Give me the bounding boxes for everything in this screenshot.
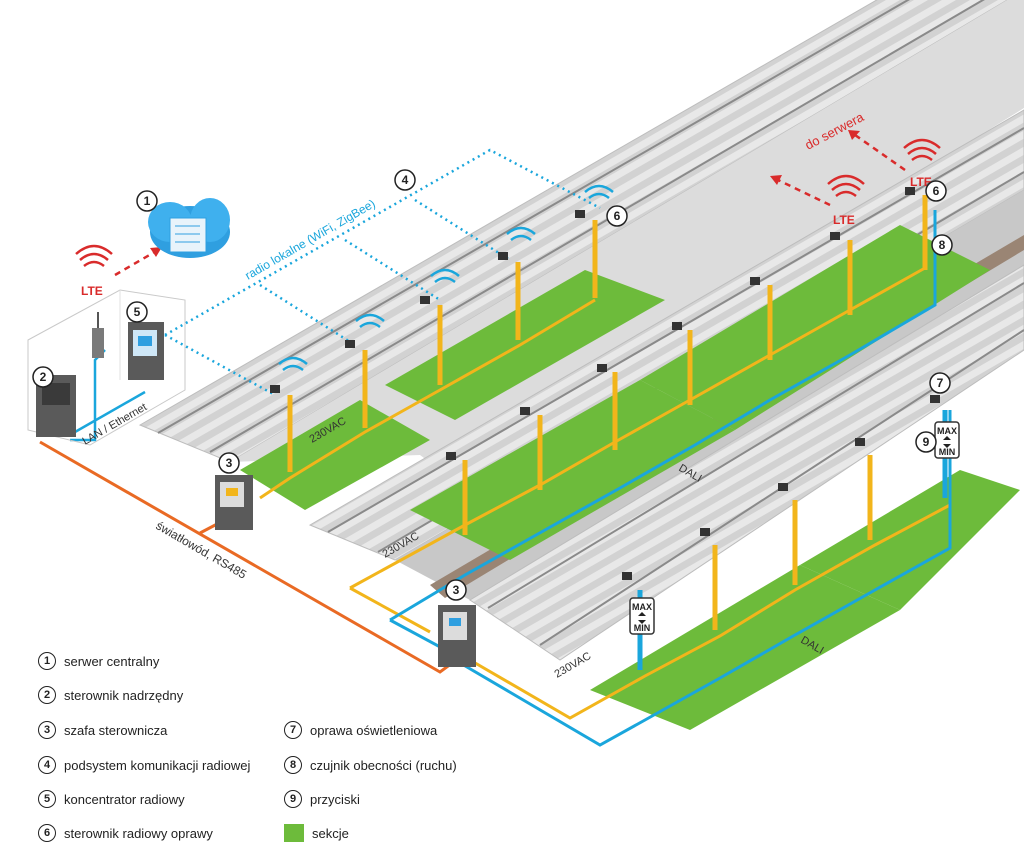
callout-6b: 6: [925, 180, 947, 202]
section-swatch: [284, 824, 304, 842]
cloud-icon: [148, 198, 230, 258]
lamp-heads: [270, 187, 940, 580]
callout-3b: 3: [445, 579, 467, 601]
svg-text:6: 6: [614, 209, 621, 223]
dali-cable-2: [454, 410, 952, 747]
callout-8: 8: [931, 234, 953, 256]
control-cabinet-1: [215, 475, 253, 530]
section-1: [240, 400, 430, 510]
platform-1: [230, 0, 1024, 470]
callout-5: 5: [126, 301, 148, 323]
lan-cable-2: [74, 390, 146, 434]
track-1-rail-a: [157, 0, 910, 434]
lte-arrows: [114, 133, 906, 277]
svg-text:MIN: MIN: [634, 623, 651, 633]
lte-wifi-icons: [75, 138, 941, 268]
poles-radio: [287, 220, 598, 472]
svg-text:MAX: MAX: [632, 602, 652, 612]
radio-link-main: [164, 148, 601, 337]
svg-text:2: 2: [40, 370, 47, 384]
svg-text:5: 5: [134, 305, 141, 319]
track-3-rail-a: [487, 282, 1024, 609]
lte-label-3: LTE: [910, 175, 932, 189]
vac-cable-2: [349, 266, 926, 590]
callout-6a: 6: [606, 205, 628, 227]
vac-cable-3: [469, 503, 951, 720]
section-6: [800, 470, 1020, 610]
controller-room: [27, 289, 186, 446]
callout-1: 1: [136, 190, 158, 212]
track-1: [138, 0, 1009, 463]
svg-text:6: 6: [933, 184, 940, 198]
callout-4: 4: [394, 169, 416, 191]
section-3: [410, 380, 735, 560]
callout-2: 2: [32, 366, 54, 388]
callout-7: 7: [929, 372, 951, 394]
svg-text:1: 1: [144, 194, 151, 208]
radio-link-3: [259, 283, 356, 347]
svg-text:3: 3: [226, 456, 233, 470]
button-box-2: MAX MIN: [934, 421, 960, 459]
callout-3a: 3: [218, 452, 240, 474]
button-box-1: MAX MIN: [629, 597, 655, 635]
antenna-box: [92, 312, 104, 358]
dali-cable-1: [389, 210, 937, 622]
radio-concentrator: [128, 322, 164, 380]
legend-item-sections: sekcje: [284, 824, 349, 842]
radio-label: radio lokalne (WiFi, ZigBee): [243, 196, 378, 282]
svg-text:7: 7: [937, 376, 944, 390]
svg-text:4: 4: [402, 173, 409, 187]
svg-text:MAX: MAX: [937, 426, 957, 436]
svg-text:MIN: MIN: [939, 447, 956, 457]
section-5: [590, 565, 900, 730]
vac-cable-2-drop: [349, 586, 431, 634]
lte-arrowheads: [150, 130, 860, 257]
lte-label-1: LTE: [81, 284, 103, 298]
vac-cable-1: [259, 298, 596, 500]
callout-9: 9: [915, 431, 937, 453]
radio-link-4: [344, 238, 441, 302]
poles-track2: [462, 195, 928, 535]
svg-text:9: 9: [923, 435, 930, 449]
radio-link-5: [414, 198, 511, 262]
lte-label-2: LTE: [833, 213, 855, 227]
svg-text:8: 8: [939, 238, 946, 252]
track-3: [469, 264, 1024, 661]
control-cabinet-2: [438, 605, 476, 667]
wifi-icons: [278, 184, 614, 372]
svg-text:3: 3: [453, 583, 460, 597]
